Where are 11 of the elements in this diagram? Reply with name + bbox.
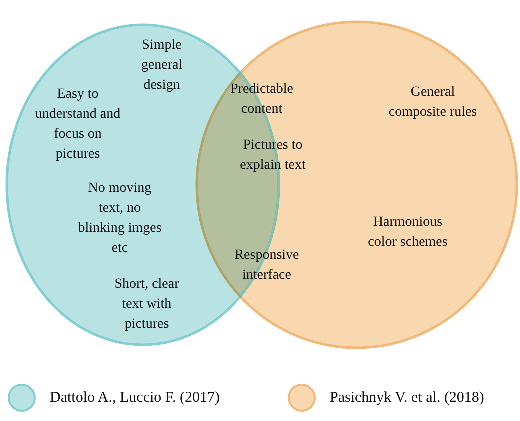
venn-item-text: General composite rules bbox=[388, 84, 478, 122]
venn-item-text: Harmonious color schemes bbox=[367, 214, 449, 252]
legend-text: Dattolo A., Luccio F. (2017) bbox=[50, 390, 220, 406]
venn-item-text: No moving text, no blinking imges etc bbox=[77, 180, 163, 258]
venn-item-text: Pictures to explain text bbox=[239, 137, 307, 175]
venn-item-text: Simple general design bbox=[140, 37, 184, 95]
venn-item-text: Easy to understand and focus on pictures bbox=[34, 86, 122, 164]
venn-item-text: Responsive interface bbox=[234, 247, 300, 285]
venn-item-text: Predictable content bbox=[230, 81, 294, 119]
legend-text: Pasichnyk V. et al. (2018) bbox=[330, 390, 484, 406]
venn-item-text: Short, clear text with pictures bbox=[114, 276, 180, 334]
